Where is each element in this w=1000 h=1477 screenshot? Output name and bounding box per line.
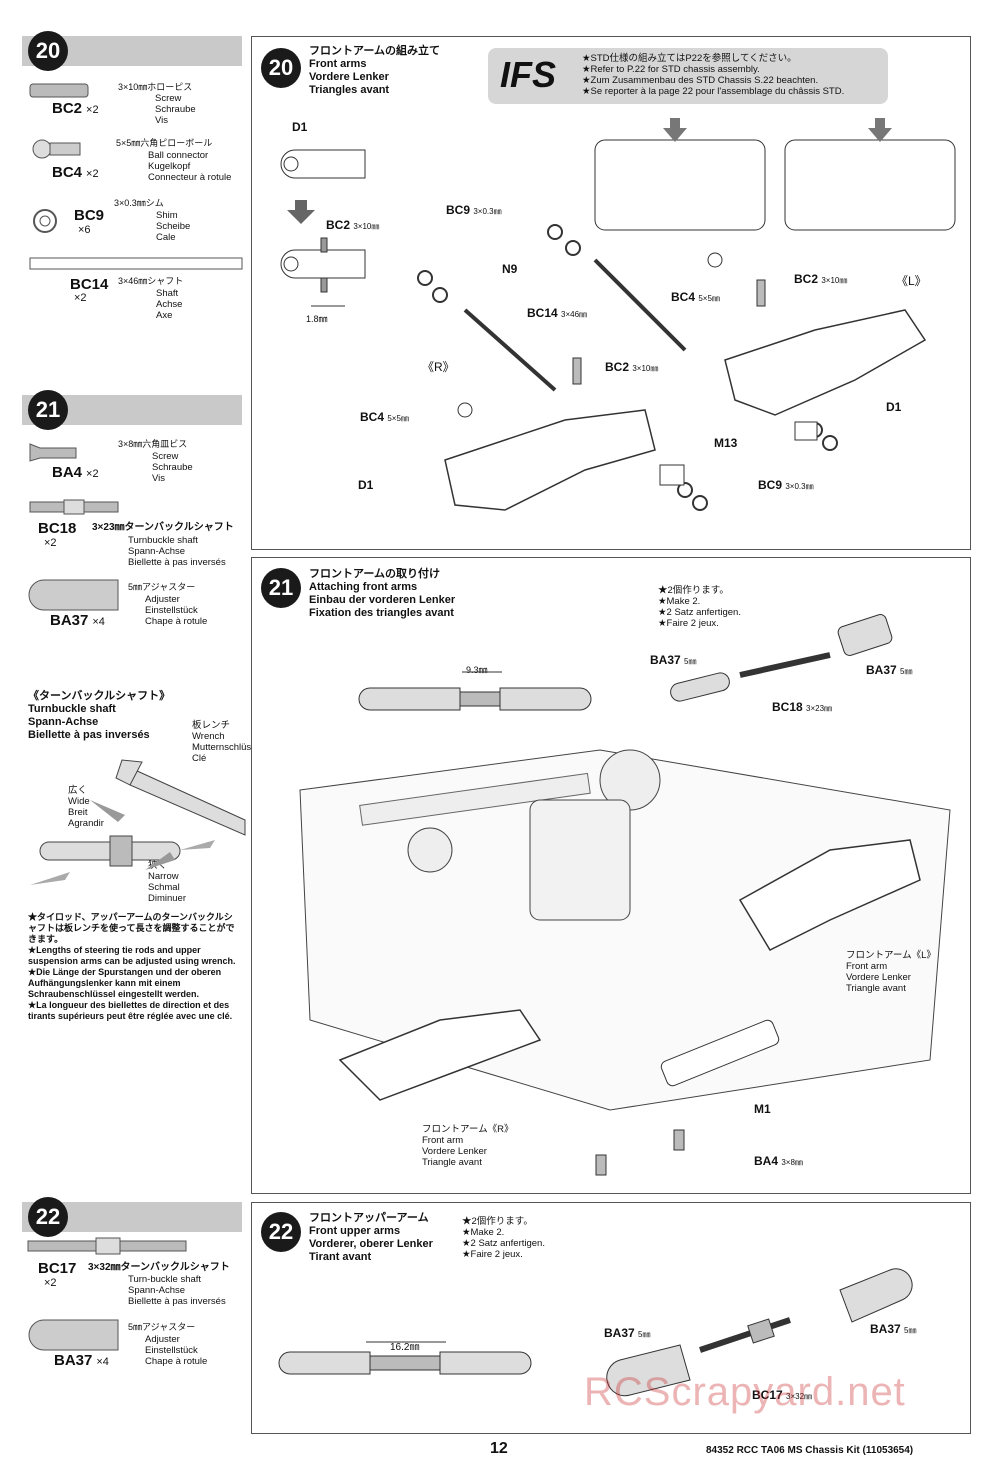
kit-name: 84352 RCC TA06 MS Chassis Kit (11053654): [706, 1445, 914, 1456]
turnbuckle-notes: ★タイロッド、アッパーアームのターンバックルシャフトは板レンチを使って長さを調整…: [28, 912, 236, 1021]
make2-note: ★2個作ります。★Make 2.★2 Satz anfertigen.★Fair…: [658, 585, 741, 629]
part-code: BC17: [38, 1260, 77, 1277]
make2-note-22: ★2個作ります。★Make 2.★2 Satz anfertigen.★Fair…: [462, 1216, 545, 1260]
part-qty: ×2: [74, 292, 87, 304]
ifs-note-box: [488, 48, 888, 104]
watermark: RCScrapyard.net: [584, 1370, 906, 1414]
turnbuckle-shaft-icon: [27, 1237, 187, 1255]
part-jp: 3×10㎜ホローピス: [118, 82, 193, 92]
part-qty: ×2: [44, 537, 57, 549]
part-jp: 5㎜アジャスター: [128, 1322, 196, 1332]
part-code: BC2×2: [52, 100, 99, 117]
step21-number: 21: [28, 390, 68, 430]
ba37-label-right: BA37 5㎜: [866, 663, 913, 677]
l-label: 《L》: [896, 274, 927, 288]
shim-icon: [33, 209, 57, 233]
d1-label-r: D1: [358, 478, 374, 492]
part-jp: 3×8㎜六角皿ビス: [118, 439, 188, 449]
ba37-label-22-right: BA37 5㎜: [870, 1322, 917, 1336]
step20-panel: [251, 36, 971, 550]
bc4-label: BC4 5×5㎜: [360, 410, 409, 424]
bc9-label-bottom: BC9 3×0.3㎜: [758, 478, 814, 492]
step20-number: 20: [28, 31, 68, 71]
part-code: BC14: [70, 276, 109, 293]
part-jp: 3×32㎜ターンバックルシャフト: [88, 1262, 230, 1273]
ba37-label-left: BA37 5㎜: [650, 653, 697, 667]
step22-panel-number: 22: [261, 1212, 301, 1252]
bc18-label: BC18 3×23㎜: [772, 700, 833, 714]
d1-label: D1: [292, 120, 308, 134]
m13-label: M13: [714, 436, 738, 450]
dim-162-label: 16.2㎜: [390, 1342, 420, 1353]
page-number: 12: [490, 1440, 508, 1457]
countersunk-screw-icon: [29, 443, 77, 462]
adjuster-icon: [28, 1319, 119, 1351]
dim-93-label: 9.3㎜: [466, 665, 488, 675]
part-qty: ×2: [44, 1277, 57, 1289]
r-label: 《R》: [422, 360, 455, 374]
ba4-label: BA4 3×8㎜: [754, 1154, 803, 1168]
step21-diagram: [299, 614, 951, 1176]
ball-connector-icon: [32, 139, 81, 159]
bc2-label-right: BC2 3×10㎜: [605, 360, 659, 374]
adjuster-icon: [28, 579, 119, 611]
turnbuckle-shaft-icon: [29, 499, 119, 515]
shaft-icon: [29, 257, 243, 270]
n9-label: N9: [502, 262, 518, 276]
bc4-label-l: BC4 5×5㎜: [671, 290, 720, 304]
bc14-label: BC14 3×46㎜: [527, 306, 588, 320]
bc9-label: BC9 3×0.3㎜: [446, 203, 502, 217]
part-jp: 3×46㎜シャフト: [118, 276, 184, 286]
step21-panel-number: 21: [261, 568, 301, 608]
step20-panel-number: 20: [261, 48, 301, 88]
part-jp: 3×23㎜ターンバックルシャフト: [92, 522, 234, 533]
part-code: BA37×4: [54, 1352, 109, 1369]
ba37-label-22-left: BA37 5㎜: [604, 1326, 651, 1340]
dim-label: 1.8㎜: [306, 314, 328, 324]
m1-label: M1: [754, 1102, 771, 1116]
part-jp: 3×0.3㎜シム: [114, 198, 164, 208]
part-code: BC9: [74, 207, 105, 224]
part-qty: ×6: [78, 224, 91, 236]
d1-label-l: D1: [886, 400, 902, 414]
part-jp: 5㎜アジャスター: [128, 582, 196, 592]
step22-diagram: [278, 1268, 913, 1397]
part-code: BC18: [38, 520, 77, 537]
ifs-label: IFS: [500, 54, 557, 95]
part-code: BC4×2: [52, 164, 99, 181]
part-code: BA37×4: [50, 612, 105, 629]
bc17-label: BC17 3×32㎜: [752, 1388, 813, 1402]
bc2-label-l: BC2 3×10㎜: [794, 272, 848, 286]
wrench-illustration: [30, 759, 246, 885]
step22-number: 22: [28, 1197, 68, 1237]
screw-icon: [29, 83, 89, 98]
ifs-notes: ★STD仕様の組み立てはP22を参照してください。★Refer to P.22 …: [582, 53, 845, 97]
step20-diagram: [280, 118, 956, 511]
part-code: BA4×2: [52, 464, 99, 481]
part-jp: 5×5㎜六角ピローボール: [116, 138, 213, 148]
bc2-label: BC2 3×10㎜: [326, 218, 380, 232]
